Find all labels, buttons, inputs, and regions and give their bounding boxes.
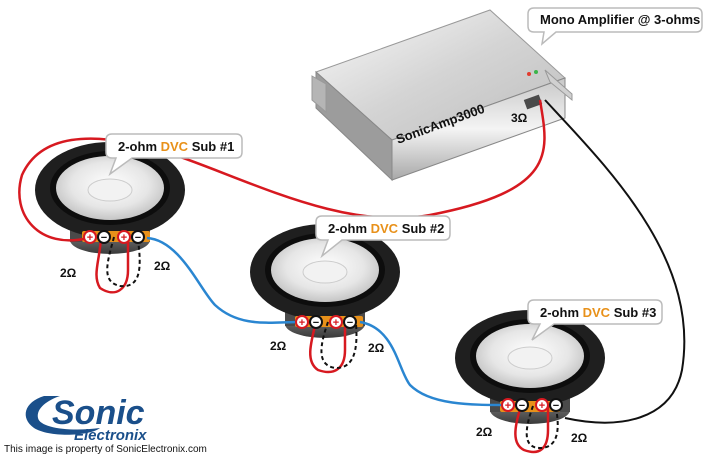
sub1-coil-left-ohms: 2Ω (60, 266, 77, 280)
sub1-label-accent: DVC (161, 139, 189, 154)
amplifier-endcap (544, 69, 573, 102)
sub1-plus-glyph: + (87, 232, 93, 244)
sub2-coil-wiring (309, 321, 358, 374)
sub2-parallel-red (309, 321, 347, 374)
sub3-coil-right-ohms: 2Ω (571, 431, 588, 445)
sub1-coil-right-ohms: 2Ω (154, 259, 171, 273)
amplifier-impedance: 3Ω (511, 111, 528, 125)
sub2-coil-left-ohms: 2Ω (270, 339, 287, 353)
series-wire-2-3 (359, 320, 509, 407)
sub2-plus-terminal-2 (329, 315, 343, 329)
sub1-minus-glyph: − (101, 232, 107, 244)
sub2-plus-glyph-2: + (333, 317, 339, 329)
amplifier-terminal (523, 94, 543, 110)
sub3-coil-wiring (514, 405, 559, 454)
subwoofer-3 (455, 310, 605, 424)
sub3-minus-terminal (515, 398, 529, 412)
copyright-notice: This image is property of SonicElectroni… (4, 444, 207, 455)
amplifier-label: Mono Amplifier @ 3-ohms (540, 12, 700, 27)
sub2-callout: 2-ohm DVC Sub #2 (315, 215, 451, 259)
sub2-plus-terminal (295, 315, 309, 329)
sub3-callout: 2-ohm DVC Sub #3 (527, 299, 663, 341)
amplifier-callout: Mono Amplifier @ 3-ohms (527, 7, 703, 46)
sub3-minus-glyph-2: − (553, 400, 559, 412)
sub3-label-accent: DVC (583, 305, 611, 320)
sub1-dustcap (87, 178, 133, 202)
sub2-minus-terminal-2 (343, 315, 357, 329)
sub2-dustcap (302, 260, 348, 284)
amplifier-led-red (527, 72, 531, 76)
series-wire-1-2 (146, 236, 301, 324)
sub3-dustcap (507, 346, 553, 370)
sub1-parallel-red (95, 236, 130, 294)
sub3-coil-left-ohms: 2Ω (476, 425, 493, 439)
sub1-minus-terminal (97, 230, 111, 244)
sub3-parallel-red (514, 405, 550, 454)
sub3-terminals: + − + − (501, 398, 563, 412)
sub2-minus-glyph: − (313, 317, 319, 329)
sub1-coil-wiring (95, 236, 141, 294)
sub1-parallel-black (106, 236, 141, 288)
sub2-minus-terminal (309, 315, 323, 329)
sonic-electronix-logo: Sonic Electronix (25, 394, 147, 444)
sub3-plus-glyph: + (505, 400, 511, 412)
sub2-coil-right-ohms: 2Ω (368, 341, 385, 355)
mono-amplifier: SonicAmp3000 3Ω (311, 9, 573, 182)
sub1-plus-glyph-2: + (121, 232, 127, 244)
subwoofer-2 (250, 224, 400, 338)
amplifier-endcap-left (311, 75, 327, 114)
sub1-terminals: + − + − (83, 230, 145, 244)
sub2-plus-glyph: + (299, 317, 305, 329)
logo-word-sonic: Sonic (52, 394, 145, 432)
amplifier-front (391, 77, 566, 181)
sub2-terminals: + − + − (295, 315, 357, 329)
positive-wire-main (18, 99, 546, 242)
sub1-label: 2-ohm DVC Sub #1 (118, 139, 234, 154)
sub2-label-accent: DVC (371, 221, 399, 236)
sub3-plus-terminal (501, 398, 515, 412)
amplifier-led-green (534, 70, 538, 74)
logo-swoosh-icon (25, 396, 100, 435)
sub1-plus-terminal (83, 230, 97, 244)
sub1-minus-terminal-2 (131, 230, 145, 244)
sub2-minus-glyph-2: − (347, 317, 353, 329)
logo-word-electronix: Electronix (74, 427, 147, 444)
sub3-minus-terminal-2 (549, 398, 563, 412)
sub3-minus-glyph: − (519, 400, 525, 412)
sub1-plus-terminal-2 (117, 230, 131, 244)
sub1-callout: 2-ohm DVC Sub #1 (105, 133, 243, 177)
sub3-plus-terminal-2 (535, 398, 549, 412)
sub1-minus-glyph-2: − (135, 232, 141, 244)
sub3-plus-glyph-2: + (539, 400, 545, 412)
sub2-label: 2-ohm DVC Sub #2 (328, 221, 444, 236)
sub3-parallel-black (525, 405, 559, 450)
negative-wire-main (544, 99, 686, 424)
sub3-label: 2-ohm DVC Sub #3 (540, 305, 656, 320)
